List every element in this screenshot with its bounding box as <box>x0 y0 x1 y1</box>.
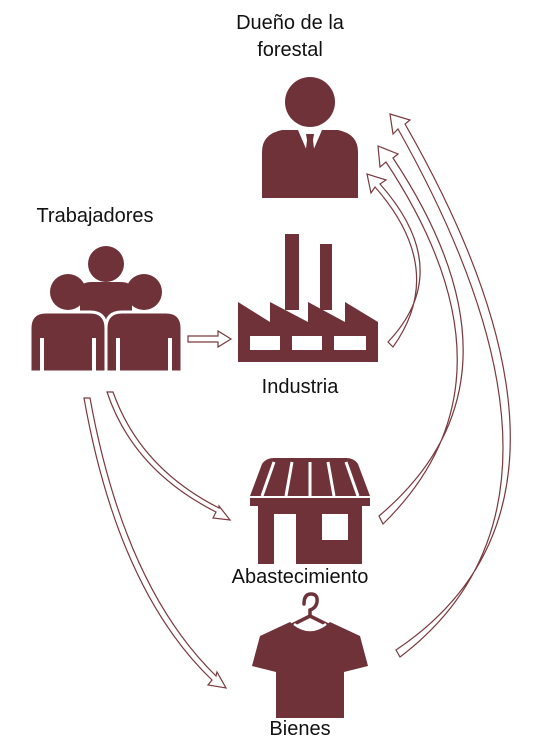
businessman-icon <box>262 77 358 198</box>
supply-label: Abastecimiento <box>231 566 369 588</box>
arrow-industry-to-owner <box>366 173 421 348</box>
arrow-workers-to-goods <box>83 397 228 689</box>
arrow-workers-to-supply <box>106 391 232 521</box>
arrow-goods-to-owner <box>389 113 511 658</box>
workers-group-icon <box>28 246 184 374</box>
industry-label: Industria <box>261 376 339 398</box>
arrow-supply-to-owner <box>377 145 464 526</box>
shirt-hanger-icon <box>252 592 368 718</box>
goods-label: Bienes <box>269 718 331 740</box>
factory-icon <box>238 234 378 362</box>
store-icon <box>250 458 370 564</box>
arrow-workers-to-industry <box>187 329 233 349</box>
owner-label-line2: forestal <box>257 39 323 61</box>
owner-label-line1: Dueño de la <box>236 12 344 34</box>
workers-label: Trabajadores <box>36 205 154 227</box>
